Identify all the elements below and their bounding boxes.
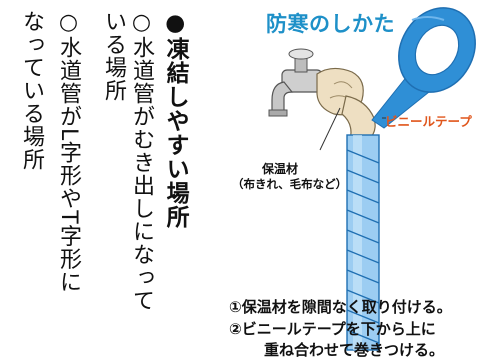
- item2-line2: なっている場所: [18, 10, 44, 171]
- insulation-label: 保温材: [262, 162, 299, 176]
- heading-freeze-prone-places: ●凍結しやすい場所: [162, 10, 189, 229]
- step-1-text: ①保温材を隙間なく取り付ける。: [229, 298, 452, 316]
- item2-line1: ○水道管がL字形やT字形に: [55, 10, 81, 294]
- illustration-title: 防寒のしかた: [266, 12, 395, 36]
- item1-line1: ○水道管がむき出しになって: [128, 10, 154, 312]
- item1-line2: いる場所: [100, 10, 126, 102]
- pipe-insulation-illustration: [268, 7, 476, 351]
- insulation-wrap: [316, 67, 376, 141]
- faucet-icon: [268, 48, 323, 117]
- vertical-pipe: [346, 134, 380, 351]
- vinyl-tape-roll-icon: [371, 7, 476, 129]
- step-2-continuation: 重ね合わせて巻きつける。: [264, 341, 445, 359]
- step-2-text: ②ビニールテープを下から上に: [229, 320, 436, 338]
- insulation-examples-label: （布きれ、毛布など）: [232, 177, 348, 191]
- vinyl-tape-label: ビニールテープ: [385, 114, 472, 129]
